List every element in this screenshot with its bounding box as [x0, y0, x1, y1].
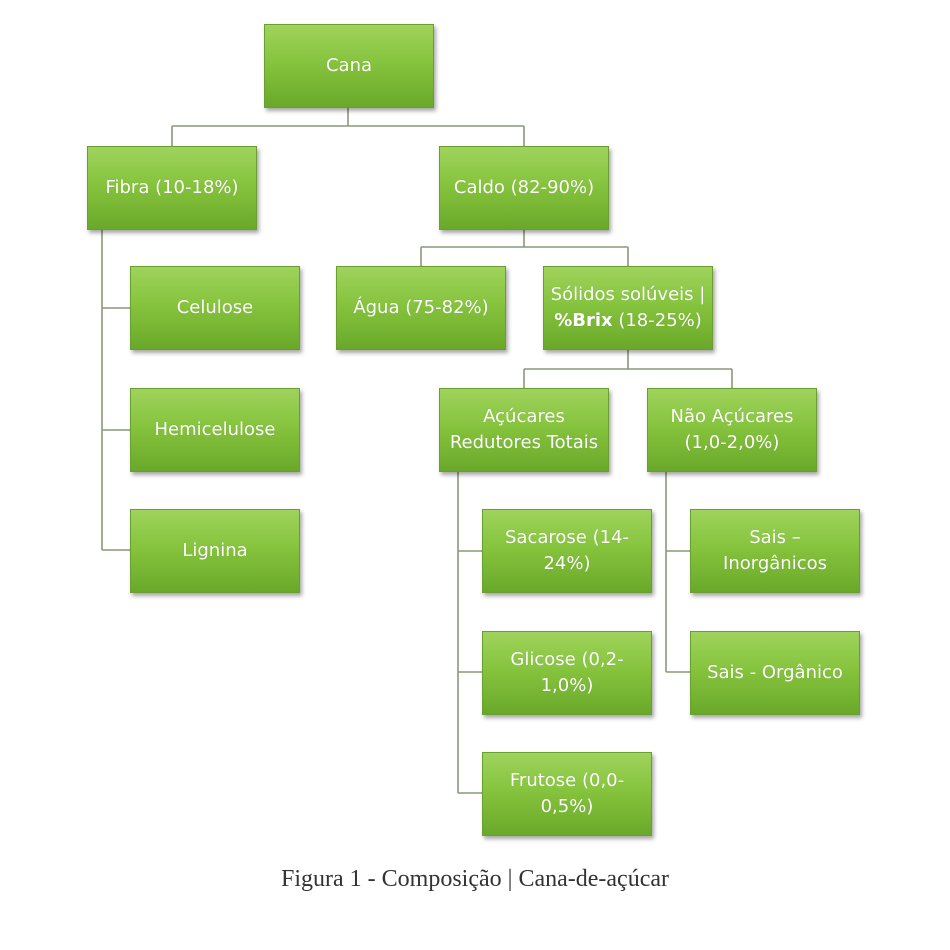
- node-caldo: Caldo (82-90%): [439, 146, 609, 230]
- node-fibra: Fibra (10-18%): [87, 146, 257, 230]
- node-sais-inorganicos-label: Sais – Inorgânicos: [723, 527, 827, 574]
- node-frutose: Frutose (0,0- 0,5%): [482, 752, 652, 836]
- node-sais-organico-label: Sais - Orgânico: [707, 662, 843, 683]
- node-sais-inorganicos: Sais – Inorgânicos: [690, 509, 860, 593]
- node-solidos-range: (18-25%): [612, 310, 702, 331]
- node-cana: Cana: [264, 24, 434, 108]
- node-nao-acucares: Não Açúcares (1,0-2,0%): [647, 388, 817, 472]
- node-frutose-label: Frutose (0,0- 0,5%): [509, 770, 625, 817]
- node-glicose-label: Glicose (0,2- 1,0%): [510, 649, 624, 696]
- node-hemicelulose: Hemicelulose: [130, 388, 300, 472]
- node-acucares-redutores: Açúcares Redutores Totais: [439, 388, 609, 472]
- node-agua: Água (75-82%): [336, 266, 506, 350]
- node-cana-label: Cana: [325, 55, 373, 76]
- node-lignina-label: Lignina: [182, 540, 248, 561]
- figure-caption: Figura 1 - Composição | Cana-de-açúcar: [281, 866, 669, 892]
- node-celulose: Celulose: [130, 266, 300, 350]
- node-agua-label: Água (75-82%): [353, 297, 489, 318]
- node-nao-acucares-label: Não Açúcares (1,0-2,0%): [670, 406, 794, 453]
- node-solidos-line2: %Brix (18-25%): [554, 308, 702, 334]
- node-glicose: Glicose (0,2- 1,0%): [482, 631, 652, 715]
- node-fibra-label: Fibra (10-18%): [105, 177, 239, 198]
- node-lignina: Lignina: [130, 509, 300, 593]
- node-acucares-label: Açúcares Redutores Totais: [449, 406, 599, 453]
- node-caldo-label: Caldo (82-90%): [453, 177, 595, 198]
- node-sais-organico: Sais - Orgânico: [690, 631, 860, 715]
- node-sacarose: Sacarose (14- 24%): [482, 509, 652, 593]
- node-celulose-label: Celulose: [176, 297, 254, 318]
- node-solidos-line1: Sólidos solúveis |: [550, 284, 706, 305]
- node-hemicelulose-label: Hemicelulose: [154, 419, 276, 440]
- node-sacarose-label: Sacarose (14- 24%): [505, 527, 629, 574]
- node-solidos-brix: %Brix: [554, 310, 613, 331]
- node-solidos-soluveis: Sólidos solúveis | %Brix (18-25%): [543, 266, 713, 350]
